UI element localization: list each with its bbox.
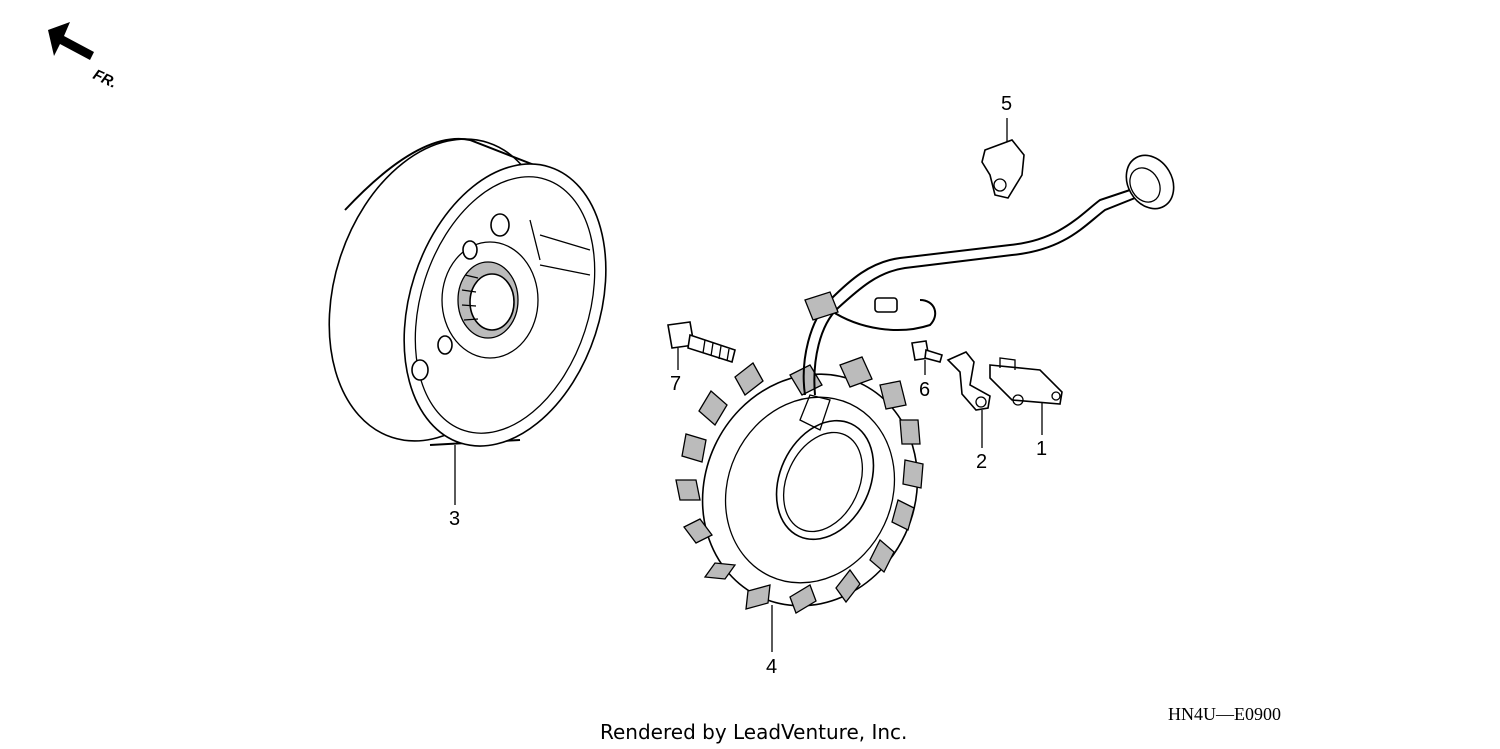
callout-2[interactable]: 2 — [976, 451, 987, 473]
front-direction-arrow-icon — [48, 22, 94, 60]
credit-text: Rendered by LeadVenture, Inc. — [600, 720, 907, 744]
callout-3[interactable]: 3 — [449, 508, 460, 530]
small-bolt-part[interactable] — [911, 340, 943, 363]
callout-5[interactable]: 5 — [1001, 93, 1012, 115]
wire-harness — [802, 154, 1175, 396]
wire-clamp-part[interactable] — [946, 351, 991, 411]
callout-1[interactable]: 1 — [1036, 438, 1047, 460]
callout-7[interactable]: 7 — [670, 373, 681, 395]
harness-clip-part[interactable] — [981, 139, 1025, 199]
front-direction-label: FR. — [90, 66, 119, 92]
callout-6[interactable]: 6 — [919, 379, 930, 401]
flywheel-part[interactable] — [292, 110, 640, 472]
callout-4[interactable]: 4 — [766, 656, 777, 678]
flange-bolt-part[interactable] — [667, 321, 736, 364]
stator-coil-part[interactable] — [665, 339, 955, 642]
leader-lines — [454, 118, 1043, 652]
regulator-connector-part[interactable] — [989, 357, 1063, 406]
diagram-code: HN4U—E0900 — [1168, 704, 1281, 724]
